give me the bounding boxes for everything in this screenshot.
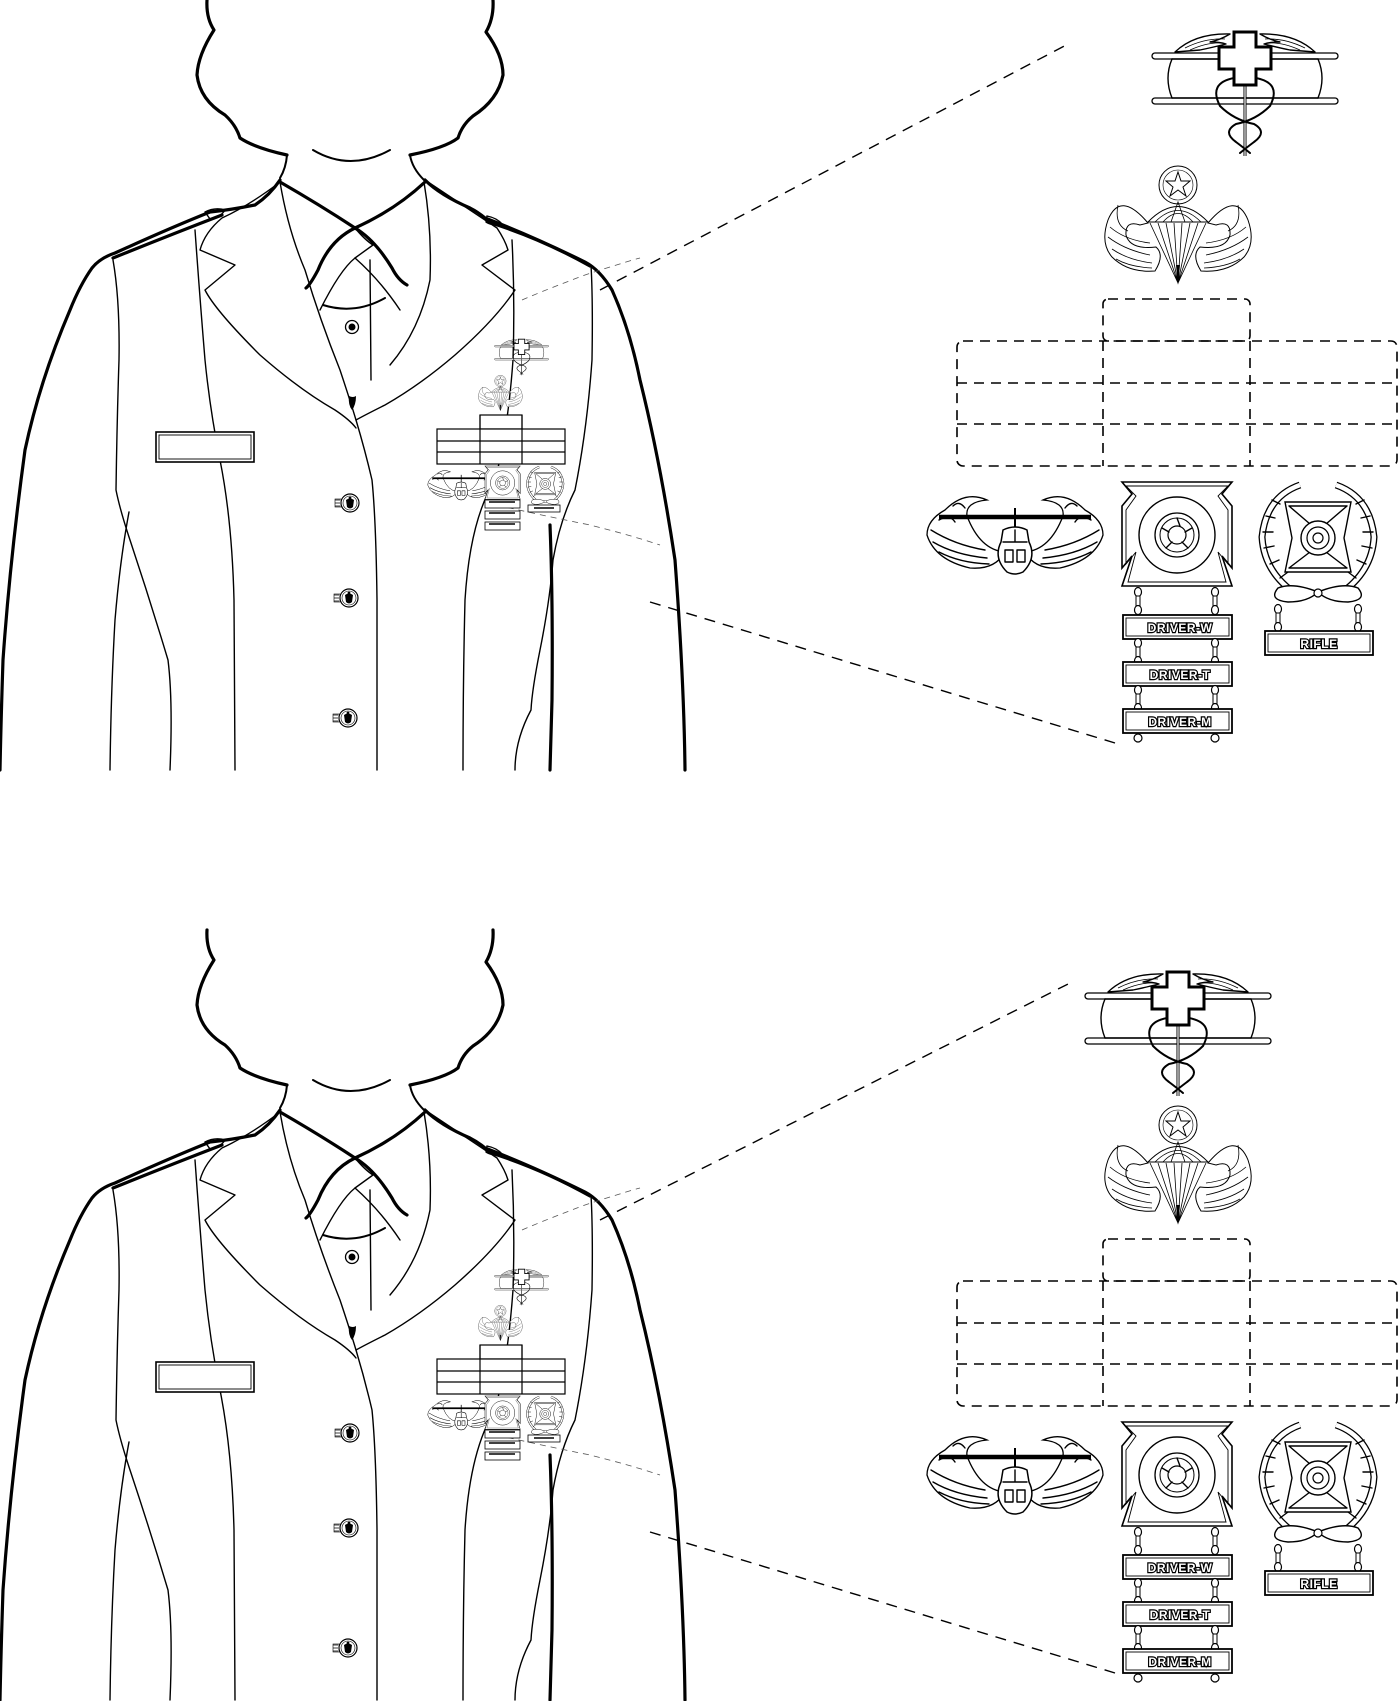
svg-text:DRIVER-W: DRIVER-W [1148, 621, 1213, 635]
svg-text:DRIVER-W: DRIVER-W [1148, 1561, 1213, 1575]
driver-badge-icon [1121, 481, 1233, 587]
expert-qualification-badge: RIFLE [1262, 1425, 1374, 1596]
bar-driver-t: DRIVER-T [1122, 661, 1233, 687]
bar-driver-w: DRIVER-W [1122, 614, 1233, 640]
bar-driver-m: DRIVER-M [1122, 1648, 1233, 1674]
efmb-badge-icon [1083, 970, 1273, 1098]
bar-rifle: RIFLE [1264, 630, 1374, 656]
svg-text:DRIVER-T: DRIVER-T [1150, 668, 1211, 682]
expert-qualification-badge: RIFLE [1262, 485, 1374, 656]
figure-2: DRIVER-W DRIVER-T DRIVER-M [0, 930, 1398, 1700]
bar-driver-w: DRIVER-W [1122, 1554, 1233, 1580]
bar-rifle: RIFLE [1264, 1570, 1374, 1596]
air-assault-badge-icon [927, 1437, 1103, 1514]
master-parachutist-badge-icon [1104, 1105, 1252, 1226]
svg-text:RIFLE: RIFLE [1300, 1577, 1337, 1591]
uniform-jacket-figure-2 [0, 930, 685, 1700]
driver-mechanic-badge: DRIVER-W DRIVER-T DRIVER-M [1121, 1421, 1233, 1683]
leader-line-upper [599, 42, 1071, 291]
figure-1: DRIVER-W DRIVER-T DRIVER-M [0, 0, 1398, 770]
ribbon-rack-placeholder [956, 298, 1398, 467]
bar-driver-m: DRIVER-M [1122, 708, 1233, 734]
uniform-jacket-figure-1 [0, 0, 685, 770]
svg-text:DRIVER-M: DRIVER-M [1148, 715, 1211, 729]
leader-line-upper [599, 982, 1071, 1221]
bar-driver-t: DRIVER-T [1122, 1601, 1233, 1627]
svg-text:DRIVER-T: DRIVER-T [1150, 1608, 1211, 1622]
expert-badge-icon [1262, 485, 1374, 602]
air-assault-badge-icon [927, 497, 1103, 574]
master-parachutist-badge-icon [1104, 165, 1252, 286]
leader-line-lower [649, 1531, 1116, 1674]
driver-badge-icon [1121, 1421, 1233, 1527]
svg-text:DRIVER-M: DRIVER-M [1148, 1655, 1211, 1669]
leader-line-lower [649, 601, 1116, 744]
efmb-badge-icon [1150, 30, 1340, 158]
expert-badge-icon [1262, 1425, 1374, 1542]
driver-mechanic-badge: DRIVER-W DRIVER-T DRIVER-M [1121, 481, 1233, 743]
svg-text:RIFLE: RIFLE [1300, 637, 1337, 651]
ribbon-rack-placeholder [956, 1238, 1398, 1407]
